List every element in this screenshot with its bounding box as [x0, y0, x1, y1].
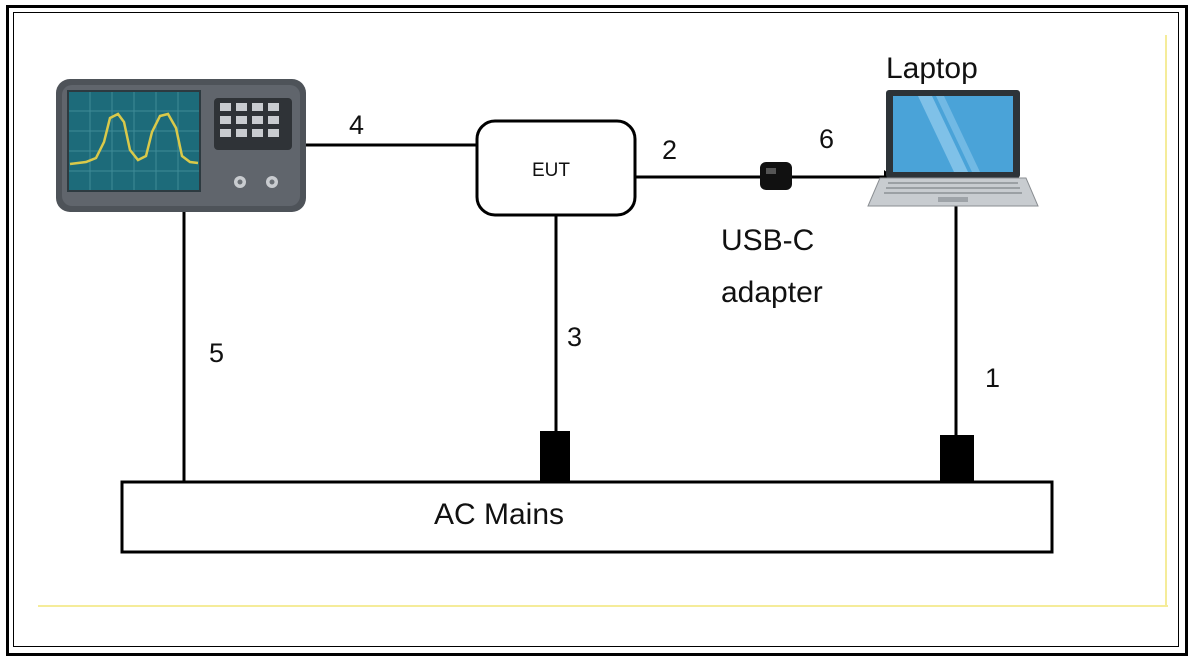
usb-c-adapter-icon [760, 162, 792, 190]
usb-c-label-line1: USB-C [721, 224, 815, 257]
analyzer-keys [220, 103, 279, 137]
ac-mains-label: AC Mains [434, 498, 565, 531]
laptop-icon [867, 90, 1039, 207]
laptop-touchpad [938, 197, 968, 202]
eut-label: EUT [532, 160, 570, 181]
spectrum-analyzer-icon [56, 79, 306, 212]
analyzer-trace [69, 112, 199, 166]
outer-frame [6, 5, 1188, 656]
cable-label-5: 5 [209, 338, 225, 368]
plug-eut [540, 431, 570, 482]
laptop-base [867, 177, 1039, 207]
laptop-label: Laptop [886, 52, 978, 85]
cable-label-3: 3 [567, 322, 583, 352]
inner-frame [13, 12, 1179, 647]
cable-label-2: 2 [662, 135, 678, 165]
plug-laptop [940, 435, 974, 482]
cable-label-4: 4 [349, 110, 365, 140]
ac-mains-strip [120, 480, 1054, 554]
cable-label-1: 1 [985, 363, 1001, 393]
cable-label-6: 6 [819, 124, 835, 154]
usb-c-label-line2: adapter [721, 276, 823, 309]
analyzer-grid [69, 92, 199, 190]
